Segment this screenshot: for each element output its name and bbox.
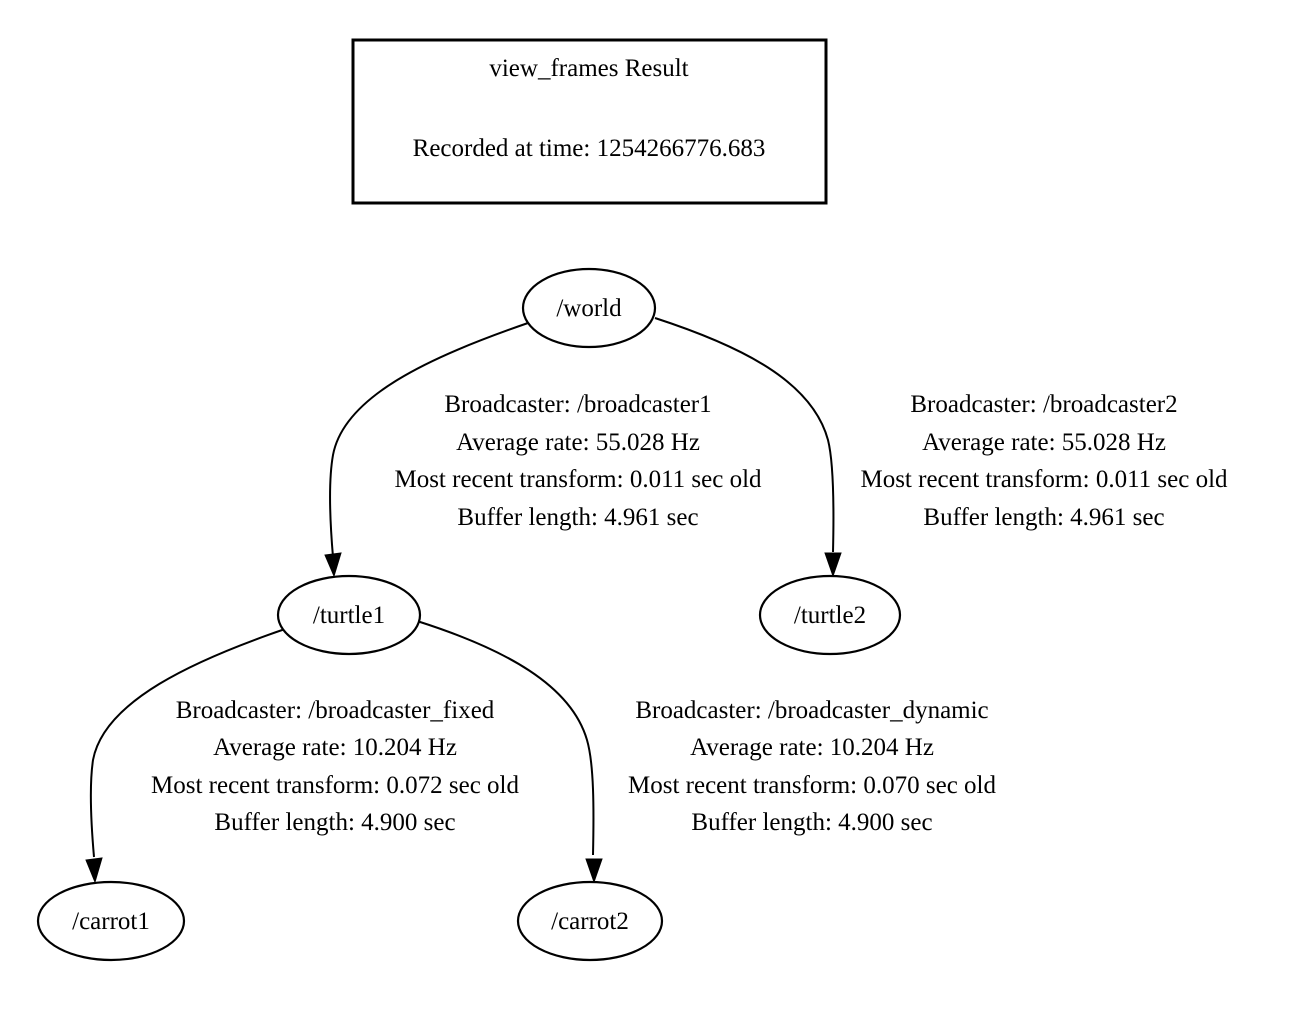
edge-label-most-recent: Most recent transform: 0.072 sec old [151,772,519,799]
arrowhead-icon [824,552,842,578]
node-label: /turtle2 [794,602,866,629]
edge-label-buffer-length: Buffer length: 4.961 sec [923,504,1164,531]
edge-label-average-rate: Average rate: 55.028 Hz [456,429,700,456]
node-carrot2: /carrot2 [516,880,664,962]
node-carrot1: /carrot1 [36,880,186,962]
edge-turtle1-to-carrot1 [85,627,289,884]
node-label: /carrot1 [72,908,150,935]
recorded-time-text: Recorded at time: 1254266776.683 [413,135,766,162]
node-ellipse [276,574,422,656]
node-world: /world [521,267,657,349]
edge-label-broadcaster: Broadcaster: /broadcaster1 [444,391,711,418]
edge-label-most-recent: Most recent transform: 0.011 sec old [394,466,762,493]
edge-label-broadcaster: Broadcaster: /broadcaster2 [910,391,1177,418]
edge-label-buffer-length: Buffer length: 4.900 sec [214,809,455,836]
edge-line [328,322,529,558]
node-ellipse [36,880,186,962]
edge-label-broadcaster: Broadcaster: /broadcaster_dynamic [635,697,988,724]
node-turtle1: /turtle1 [276,574,422,656]
edge-label-buffer-length: Buffer length: 4.900 sec [691,809,932,836]
edge-line [89,627,289,858]
arrowhead-icon [85,857,103,884]
page-title: view_frames Result [489,55,688,82]
edge-label-average-rate: Average rate: 55.028 Hz [922,429,1166,456]
edge-label-buffer-length: Buffer length: 4.961 sec [457,504,698,531]
edge-world-to-turtle1 [324,322,529,578]
edge-label-turtle1-to-carrot2: Broadcaster: /broadcaster_dynamic Averag… [628,697,996,836]
edge-label-most-recent: Most recent transform: 0.070 sec old [628,772,996,799]
edge-line [416,620,595,856]
node-label: /world [556,295,622,322]
edge-label-average-rate: Average rate: 10.204 Hz [213,734,457,761]
title-box-group: view_frames Result Recorded at time: 125… [351,38,828,205]
title-box [351,38,828,205]
node-label: /turtle1 [313,602,385,629]
edge-line [654,317,835,553]
edge-world-to-turtle2 [654,317,842,578]
node-label: /carrot2 [551,908,629,935]
edge-label-world-to-turtle1: Broadcaster: /broadcaster1 Average rate:… [394,391,762,531]
edge-label-most-recent: Most recent transform: 0.011 sec old [860,466,1228,493]
arrowhead-icon [324,552,342,578]
edge-turtle1-to-carrot2 [416,620,603,884]
edge-label-world-to-turtle2: Broadcaster: /broadcaster2 Average rate:… [860,391,1228,531]
node-turtle2: /turtle2 [758,574,902,656]
edge-label-broadcaster: Broadcaster: /broadcaster_fixed [176,697,495,724]
node-ellipse [758,574,902,656]
node-ellipse [521,267,657,349]
arrowhead-icon [585,858,603,884]
edge-label-average-rate: Average rate: 10.204 Hz [690,734,934,761]
node-ellipse [516,880,664,962]
edge-label-turtle1-to-carrot1: Broadcaster: /broadcaster_fixed Average … [151,697,519,836]
